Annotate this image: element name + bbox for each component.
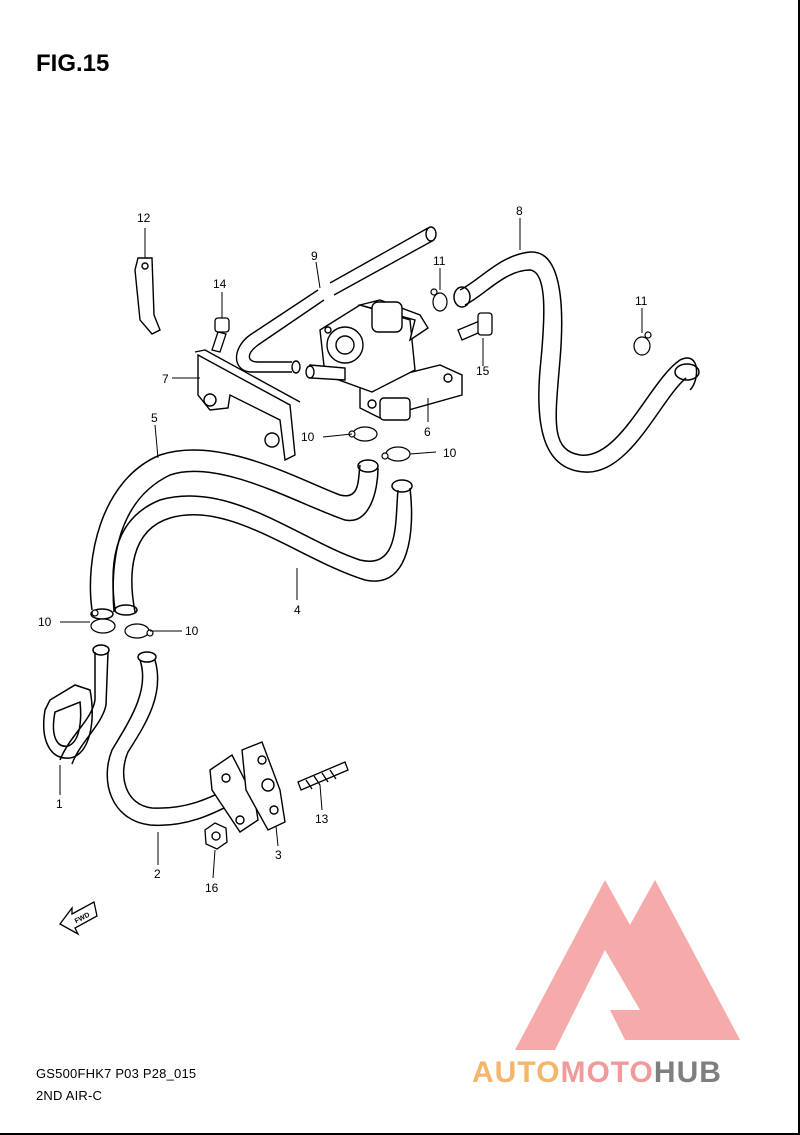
callout-13: 13 [315, 812, 329, 826]
bracket-7 [194, 349, 301, 462]
gasket-10 [90, 426, 411, 639]
callout-9: 9 [311, 249, 318, 263]
stud-bolt-13 [297, 761, 349, 791]
hose-9 [235, 226, 437, 374]
figure-title: FIG.15 [36, 50, 110, 77]
callout-16: 16 [205, 881, 219, 895]
fwd-arrow-icon: FWD [59, 901, 98, 936]
callout-6: 6 [424, 425, 431, 439]
callout-12: 12 [137, 211, 151, 225]
callout-11-b: 11 [635, 294, 648, 308]
leader-lines [59, 218, 643, 879]
callout-3: 3 [275, 848, 282, 862]
callout-4: 4 [294, 603, 301, 617]
section-name: 2ND AIR-C [36, 1088, 103, 1103]
bolt-15 [457, 312, 493, 341]
flange-3 [209, 741, 286, 833]
diagram-code: GS500FHK7 P03 P28_015 [36, 1066, 197, 1081]
callout-8: 8 [516, 204, 523, 218]
pipe-1 [43, 644, 110, 765]
callout-10-c: 10 [38, 615, 52, 629]
callout-7: 7 [162, 372, 169, 386]
callout-2: 2 [154, 867, 161, 881]
callout-10-a: 10 [301, 430, 315, 444]
nut-16 [204, 822, 228, 850]
callout-14: 14 [213, 277, 227, 291]
callout-10-b: 10 [443, 446, 457, 460]
reed-valve-assembly-6 [305, 299, 463, 421]
callout-10-d: 10 [185, 624, 199, 638]
clip-11 [430, 288, 652, 356]
hose-4 [112, 479, 413, 616]
watermark-text: AUTOMOTOHUB [472, 1056, 722, 1090]
watermark-part-2: MOTO [560, 1056, 654, 1089]
callout-1: 1 [56, 797, 63, 811]
hose-5 [89, 449, 379, 620]
screw-14 [211, 317, 230, 353]
pipe-2 [106, 651, 241, 827]
clamp-12 [134, 257, 161, 335]
hose-8 [453, 251, 700, 473]
watermark-logo [515, 880, 740, 1050]
watermark-part-3: HUB [653, 1056, 722, 1089]
callout-11-a: 11 [433, 254, 446, 268]
callout-5: 5 [151, 411, 158, 425]
watermark-part-1: AUTO [472, 1056, 561, 1089]
callout-15: 15 [476, 364, 490, 378]
callout-labels: 1 2 3 4 5 6 7 8 9 10 10 10 10 11 11 12 1… [38, 204, 648, 895]
